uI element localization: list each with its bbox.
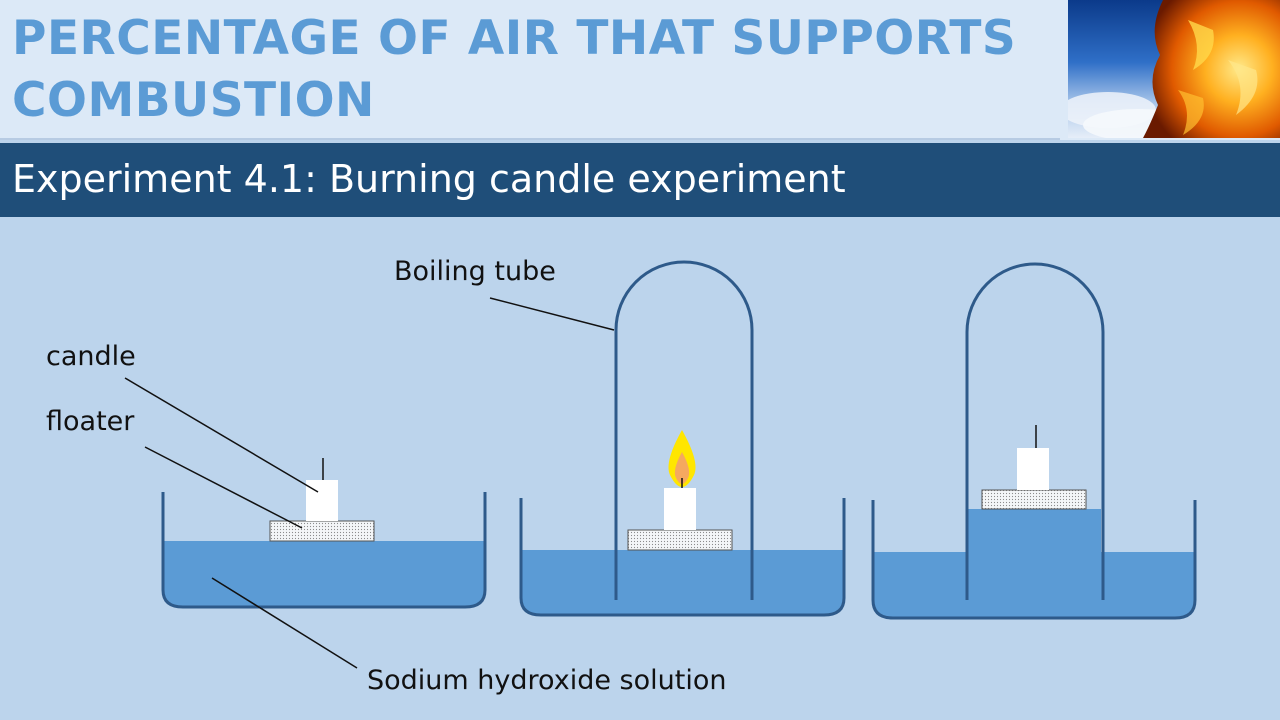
fire-tongue xyxy=(1178,90,1204,135)
label-sodium-hydroxide: Sodium hydroxide solution xyxy=(367,665,727,696)
setup-1-trough xyxy=(161,458,487,609)
title-band: PERCENTAGE OF AIR THAT SUPPORTS COMBUSTI… xyxy=(0,0,1280,140)
risen-liquid-3 xyxy=(967,509,1101,552)
candle-2 xyxy=(664,488,696,530)
liquid-2 xyxy=(521,550,844,615)
trough-3-outline xyxy=(871,500,1197,620)
trough-1-outline xyxy=(161,492,487,609)
label-candle: candle xyxy=(46,341,136,372)
label-boiling-tube: Boiling tube xyxy=(394,256,556,287)
flame-icon xyxy=(668,430,696,487)
leader-candle xyxy=(124,377,319,493)
fire-area xyxy=(1143,0,1280,138)
leader-boiling-tube xyxy=(489,297,615,331)
label-floater: floater xyxy=(46,406,135,437)
fire-tongue xyxy=(1188,20,1214,70)
floater-2 xyxy=(627,529,733,551)
liquid-1 xyxy=(163,541,485,607)
floater-3 xyxy=(981,489,1087,510)
flame-core xyxy=(674,452,690,484)
subtitle-band: Experiment 4.1: Burning candle experimen… xyxy=(0,143,1280,217)
setup-3-trough xyxy=(871,262,1197,620)
candle-1 xyxy=(306,480,338,521)
floater-1 xyxy=(269,520,375,542)
fire-tongue xyxy=(1228,60,1258,115)
setup-2-trough xyxy=(519,260,846,617)
title-divider xyxy=(0,138,1060,140)
slide-title: PERCENTAGE OF AIR THAT SUPPORTS COMBUSTI… xyxy=(12,11,1017,128)
boiling-tube-3 xyxy=(965,262,1105,600)
leader-sodium-hydroxide xyxy=(211,577,358,669)
leader-floater xyxy=(144,446,303,529)
sky-and-fire-image xyxy=(1068,0,1280,138)
slide-subtitle: Experiment 4.1: Burning candle experimen… xyxy=(12,157,846,201)
candle-3 xyxy=(1017,448,1049,490)
liquid-3 xyxy=(873,552,1195,618)
trough-2-outline xyxy=(519,498,846,617)
boiling-tube-2 xyxy=(614,260,754,600)
